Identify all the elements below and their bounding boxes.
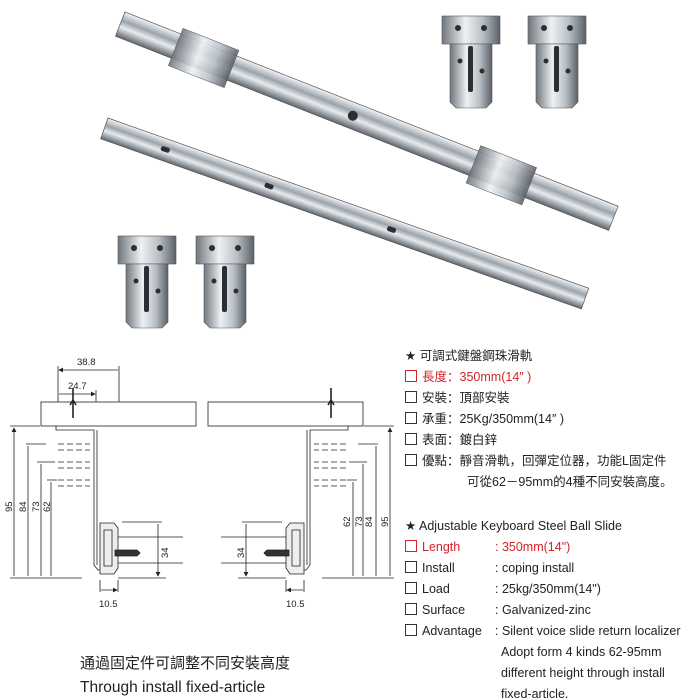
checkbox-icon (405, 433, 417, 445)
dim-10-5-left: 10.5 (99, 599, 118, 610)
checkbox-icon (405, 561, 417, 573)
spec-value: 350mm(14″ ) (459, 370, 532, 384)
spec-label: Load (422, 582, 450, 596)
star-icon: ★ (405, 519, 419, 533)
spec-label: 優點 (422, 454, 448, 468)
checkbox-icon (405, 391, 417, 403)
checkbox-icon (405, 370, 417, 382)
spec-value: 25Kg/350mm(14″ ) (459, 412, 565, 426)
caption-zh: 通過固定件可調整不同安裝高度 (80, 655, 291, 672)
checkbox-icon (405, 412, 417, 424)
product-photo (100, 11, 619, 329)
spec-value: : Galvanized-zinc (495, 603, 591, 617)
spec-title-zh: 可調式鍵盤鋼珠滑軌 (419, 349, 533, 363)
spec-value: 頂部安裝 (459, 391, 510, 405)
spec-value-cont: different height through install (501, 666, 665, 680)
caption-en: Through install fixed-article (80, 679, 266, 696)
checkbox-icon (405, 624, 417, 636)
dim-34-right: 34 (236, 547, 247, 558)
dim-62-left: 62 (42, 501, 53, 512)
dim-10-5-right: 10.5 (286, 599, 305, 610)
dim-84-left: 84 (18, 501, 29, 512)
diagram-right (208, 388, 394, 592)
spec-label: 表面 (422, 433, 448, 447)
l-bracket (527, 15, 587, 109)
spec-value: 靜音滑軌，回彈定位器，功能L固定件 (459, 454, 667, 468)
spec-label: 承重 (422, 412, 448, 426)
slide-rail-top (115, 11, 619, 231)
dim-84-right: 84 (364, 516, 375, 527)
spec-label: 安裝 (422, 391, 448, 405)
spec-value-cont: Adopt form 4 kinds 62-95mm (501, 645, 662, 659)
spec-label: Install (422, 561, 455, 575)
slide-rail-bottom (100, 117, 590, 310)
dim-24-7: 24.7 (68, 381, 87, 392)
spec-label: Advantage (422, 624, 482, 638)
checkbox-icon (405, 540, 417, 552)
star-icon: ★ (405, 349, 420, 363)
install-diagram: 38.8 24.7 95 84 73 62 34 10.5 62 73 84 9… (4, 357, 404, 610)
spec-label: Length (422, 540, 461, 554)
spec-value: : 25kg/350mm(14") (495, 582, 601, 596)
dim-38-8: 38.8 (77, 357, 96, 368)
checkbox-icon (405, 582, 417, 594)
spec-label: Surface (422, 603, 466, 617)
spec-value: 鍍白鋅 (459, 433, 498, 447)
dim-34-left: 34 (160, 547, 171, 558)
spec-value: : Silent voice slide return localizer (495, 624, 681, 638)
dim-95-left: 95 (4, 501, 15, 512)
diagram-left (10, 388, 196, 592)
spec-label: 長度 (422, 370, 448, 384)
spec-value-cont: fixed-article. (501, 687, 569, 700)
dim-95-right: 95 (380, 516, 391, 527)
checkbox-icon (405, 454, 417, 466)
dim-73-left: 73 (31, 501, 42, 512)
spec-title-en: Adjustable Keyboard Steel Ball Slide (419, 519, 622, 533)
dim-73-right: 73 (354, 516, 365, 527)
spec-value-cont: 可從62－95mm的4種不同安裝高度。 (467, 475, 673, 489)
spec-value: : 350mm(14") (495, 540, 571, 554)
dim-62-right: 62 (342, 516, 353, 527)
spec-value: : coping install (495, 561, 575, 575)
checkbox-icon (405, 603, 417, 615)
l-bracket (441, 15, 501, 109)
